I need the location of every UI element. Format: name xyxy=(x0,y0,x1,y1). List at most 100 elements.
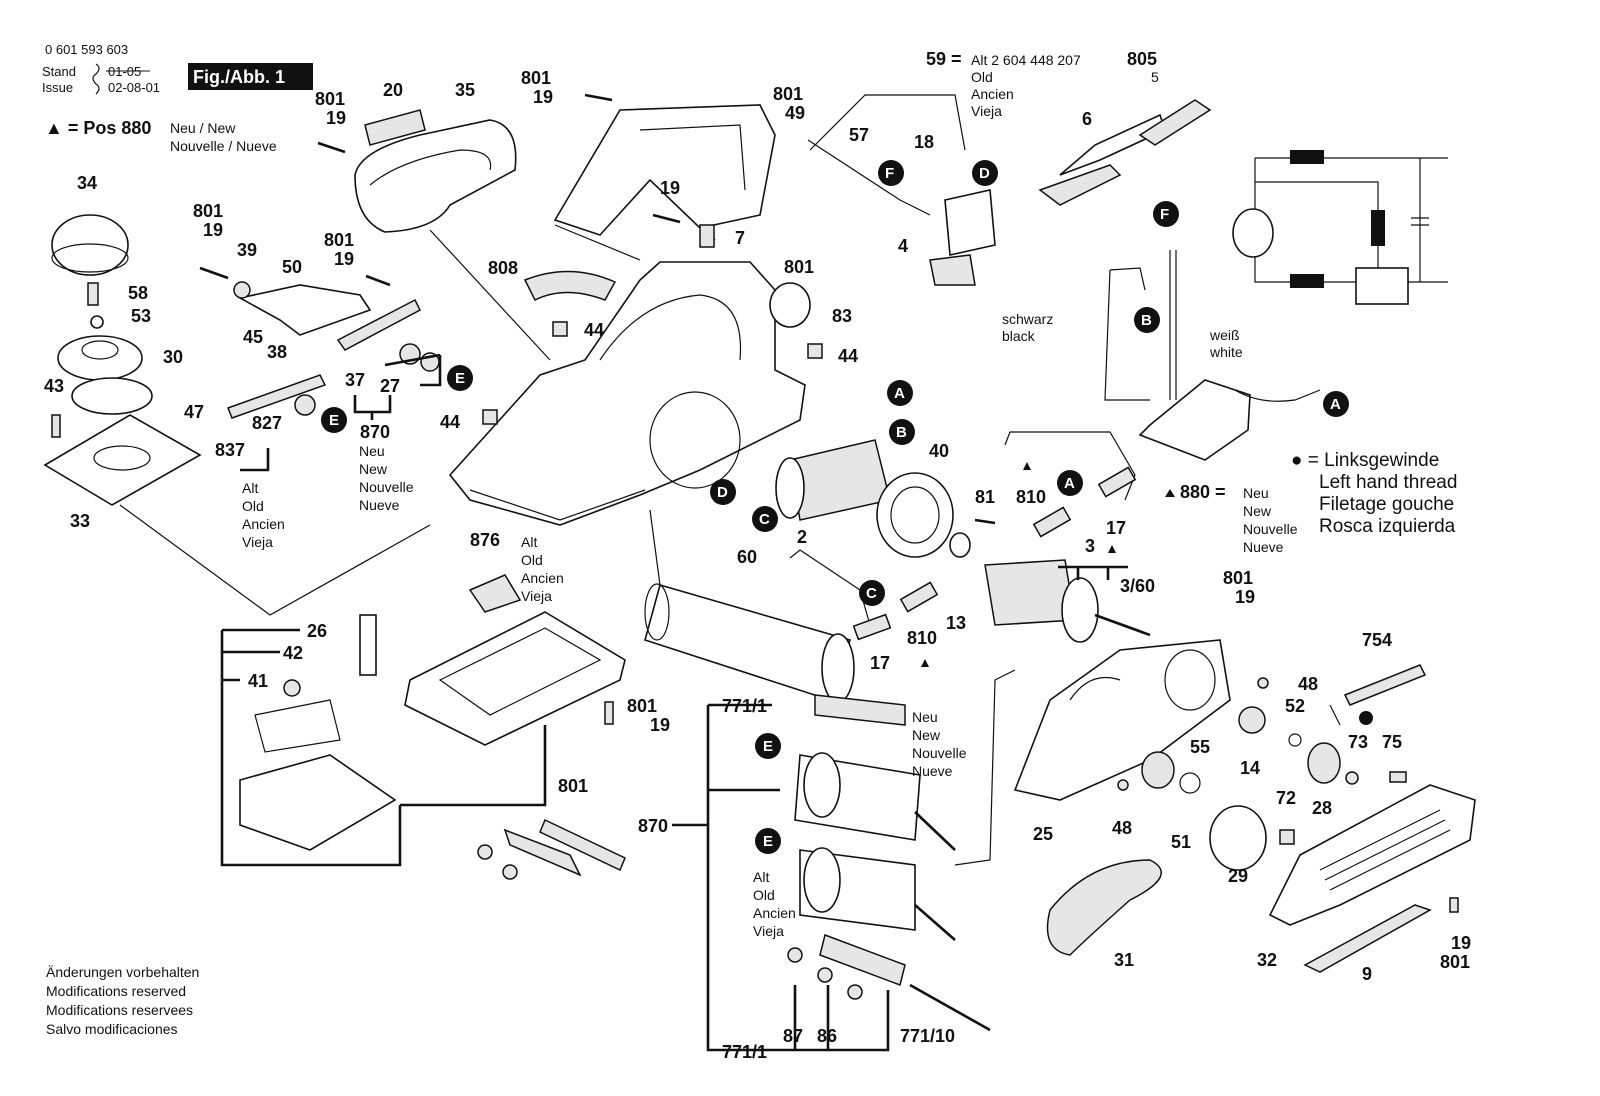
part-label: 805 xyxy=(1127,49,1157,69)
note-alt-771: Alt xyxy=(753,869,769,885)
marker-e-drum2: E xyxy=(755,828,781,854)
svg-text:C: C xyxy=(866,585,877,602)
marker-d-coil: D xyxy=(710,479,736,505)
part-label: 44 xyxy=(584,320,604,340)
part-label: 19 xyxy=(203,220,223,240)
note-alt-59: Alt 2 604 448 207 xyxy=(971,52,1081,68)
svg-text:C: C xyxy=(759,511,770,528)
note-nouvelle-771: Nouvelle xyxy=(912,745,967,761)
svg-text:A: A xyxy=(1064,475,1075,492)
part-label: 20 xyxy=(383,80,403,100)
part-label: 13 xyxy=(946,613,966,633)
part-label: 17 xyxy=(870,653,890,673)
planer-sole-part xyxy=(404,611,626,746)
part-label: 771/10 xyxy=(900,1026,955,1046)
part-label: 47 xyxy=(184,402,204,422)
svg-text:E: E xyxy=(763,738,773,755)
screw-part xyxy=(87,282,99,306)
reference-markers: F D F B A E E A B D C A C E E xyxy=(321,160,1373,854)
issue-label: Issue xyxy=(42,80,73,95)
marker-d-switch: D xyxy=(972,160,998,186)
marker-c-brush: C xyxy=(859,580,885,606)
clip-part xyxy=(699,224,715,248)
part-label: 876 xyxy=(470,530,500,550)
switch-module-part xyxy=(1138,379,1251,461)
part-label: 837 xyxy=(215,440,245,460)
note-vieja-59: Vieja xyxy=(971,103,1002,119)
pos-new-2: Nouvelle / Nueve xyxy=(170,138,277,154)
figure-label: Fig./Abb. 1 xyxy=(193,67,285,87)
part-label: 2 xyxy=(797,527,807,547)
blade-part xyxy=(503,828,582,877)
note-vieja: Vieja xyxy=(242,534,273,550)
document-header: 0 601 593 603 Stand 01-05 Issue 02-08-01… xyxy=(42,42,313,154)
part-label: 52 xyxy=(1285,696,1305,716)
part-label: 35 xyxy=(455,80,475,100)
footer-line-3: Modifications reservees xyxy=(46,1002,193,1018)
part-label: 81 xyxy=(975,487,995,507)
legend-line-4: Rosca izquierda xyxy=(1319,516,1456,537)
part-label: 87 xyxy=(783,1026,803,1046)
pos-marker: ▲ = Pos 880 xyxy=(45,118,151,138)
part-label: 17 xyxy=(1106,518,1126,538)
figure-badge xyxy=(188,63,313,90)
part-label: 29 xyxy=(1228,866,1248,886)
note-alt-876: Alt xyxy=(521,534,537,550)
part-label: 72 xyxy=(1276,788,1296,808)
brace-icon xyxy=(92,63,100,95)
part-label: 53 xyxy=(131,306,151,326)
lever-bar-part xyxy=(227,374,327,419)
part-label: 801 xyxy=(324,230,354,250)
part-label: 14 xyxy=(1240,758,1260,778)
switch-part xyxy=(944,189,996,256)
knob-part xyxy=(51,214,129,276)
svg-text:B: B xyxy=(1141,312,1152,329)
note-new-880: New xyxy=(1243,503,1272,519)
part-label: 73 xyxy=(1348,732,1368,752)
part-label: 48 xyxy=(1298,674,1318,694)
pulley-part xyxy=(1209,805,1267,871)
note-nouvelle-880: Nouvelle xyxy=(1243,521,1298,537)
doc-number: 0 601 593 603 xyxy=(45,42,128,57)
legend-line-1: ● = Linksgewinde xyxy=(1291,450,1439,471)
part-label: 41 xyxy=(248,671,268,691)
note-nueve-880: Nueve xyxy=(1243,539,1284,555)
part-label: 45 xyxy=(243,327,263,347)
part-label: 37 xyxy=(345,370,365,390)
note-neu-880: Neu xyxy=(1243,485,1269,501)
part-label: 808 xyxy=(488,258,518,278)
part-label: 40 xyxy=(929,441,949,461)
part-label: 59 = xyxy=(926,49,962,69)
svg-text:D: D xyxy=(717,484,728,501)
part-label: 18 xyxy=(914,132,934,152)
depth-adjuster-part xyxy=(57,335,143,381)
part-label: 19 xyxy=(1451,933,1471,953)
part-label: 19 xyxy=(660,178,680,198)
part-label: 32 xyxy=(1257,950,1277,970)
part-label: 771/1 xyxy=(722,1042,767,1062)
marker-b-coil: B xyxy=(889,419,915,445)
marker-b-module: B xyxy=(1134,307,1160,333)
note-old-771: Old xyxy=(753,887,775,903)
part-label: 9 xyxy=(1362,964,1372,984)
circuit-schematic xyxy=(1232,150,1448,305)
part-label: 51 xyxy=(1171,832,1191,852)
note-old: Old xyxy=(242,498,264,514)
part-label: 801 xyxy=(627,696,657,716)
marker-c-coil: C xyxy=(752,506,778,532)
cover-plate-part xyxy=(1303,904,1432,973)
part-label: 3 xyxy=(1085,536,1095,556)
part-label: 870 xyxy=(638,816,668,836)
pos-new-1: Neu / New xyxy=(170,120,236,136)
tube-part xyxy=(644,584,852,702)
part-label: 880 = xyxy=(1180,482,1226,502)
pos-880-triangles xyxy=(921,462,1116,667)
svg-text:F: F xyxy=(885,165,894,182)
note-vieja-876: Vieja xyxy=(521,588,552,604)
lever-part xyxy=(237,284,372,336)
marker-e-lever1: E xyxy=(447,365,473,391)
note-new: New xyxy=(359,461,388,477)
marker-a-coil: A xyxy=(887,380,913,406)
part-label: 34 xyxy=(77,173,97,193)
